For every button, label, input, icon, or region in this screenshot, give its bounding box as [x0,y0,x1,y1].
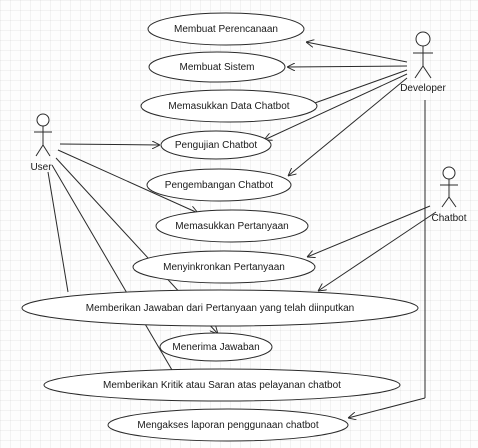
use-case-memberikan-kritik[interactable]: Memberikan Kritik atau Saran atas pelaya… [43,368,401,402]
use-case-ellipse [147,12,305,46]
use-case-ellipse [107,408,349,442]
use-case-memasukkan-pertanyaan[interactable]: Memasukkan Pertanyaan [155,209,309,243]
use-case-ellipse [148,51,286,83]
use-case-label: Membuat Sistem [179,62,254,73]
use-case-label: Menyinkronkan Pertanyaan [163,262,285,273]
use-case-membuat-sistem[interactable]: Membuat Sistem [148,51,286,83]
association-line [307,205,431,257]
use-case-ellipse [160,130,272,160]
use-case-label: Memberikan Jawaban dari Pertanyaan yang … [86,303,355,314]
actor-label: Chatbot [431,213,466,224]
association-line [57,149,198,213]
use-case-ellipse [140,89,318,123]
use-case-label: Pengembangan Chatbot [165,180,274,191]
actor-user[interactable]: User [30,113,52,173]
use-case-label: Memasukkan Pertanyaan [175,221,288,232]
use-case-mengakses-laporan[interactable]: Mengakses laporan penggunaan chatbot [107,408,349,442]
use-case-label: Memasukkan Data Chatbot [168,101,289,112]
use-case-membuat-perencanaan[interactable]: Membuat Perencanaan [147,12,305,46]
use-case-pengujian-chatbot[interactable]: Pengujian Chatbot [160,130,272,160]
association-line [311,69,408,105]
use-case-pengembangan-chatbot[interactable]: Pengembangan Chatbot [146,168,292,202]
use-case-ellipse [155,209,309,243]
use-case-label: Membuat Perencanaan [174,24,278,35]
actor-label: User [30,162,52,173]
actor-chatbot[interactable]: Chatbot [431,166,467,224]
actor-developer[interactable]: Developer [400,31,446,94]
use-case-menyinkronkan-pertanyaan[interactable]: Menyinkronkan Pertanyaan [132,250,316,284]
use-case-ellipse [132,250,316,284]
association-line [348,397,426,418]
stick-figure-icon [413,31,433,79]
use-case-memasukkan-data-chatbot[interactable]: Memasukkan Data Chatbot [140,89,318,123]
use-case-menerima-jawaban[interactable]: Menerima Jawaban [159,332,273,362]
use-case-label: Mengakses laporan penggunaan chatbot [137,420,318,431]
use-case-ellipse [43,368,401,402]
actor-label: Developer [400,83,446,94]
association-line [287,66,408,67]
use-case-ellipse [146,168,292,202]
association-line [47,171,69,293]
stick-figure-icon [440,166,458,208]
use-case-ellipse [21,289,419,327]
use-case-ellipse [159,332,273,362]
association-line [288,77,408,176]
association-line [264,73,408,140]
association-line [51,164,173,371]
use-case-memberikan-jawaban[interactable]: Memberikan Jawaban dari Pertanyaan yang … [21,289,419,327]
association-line [59,144,160,145]
association-lines [47,42,437,418]
use-case-label: Menerima Jawaban [172,342,259,353]
use-case-label: Pengujian Chatbot [175,140,258,151]
stick-figure-icon [34,113,52,157]
association-line [318,211,437,291]
association-line [306,42,408,63]
use-case-label: Memberikan Kritik atau Saran atas pelaya… [103,380,341,391]
